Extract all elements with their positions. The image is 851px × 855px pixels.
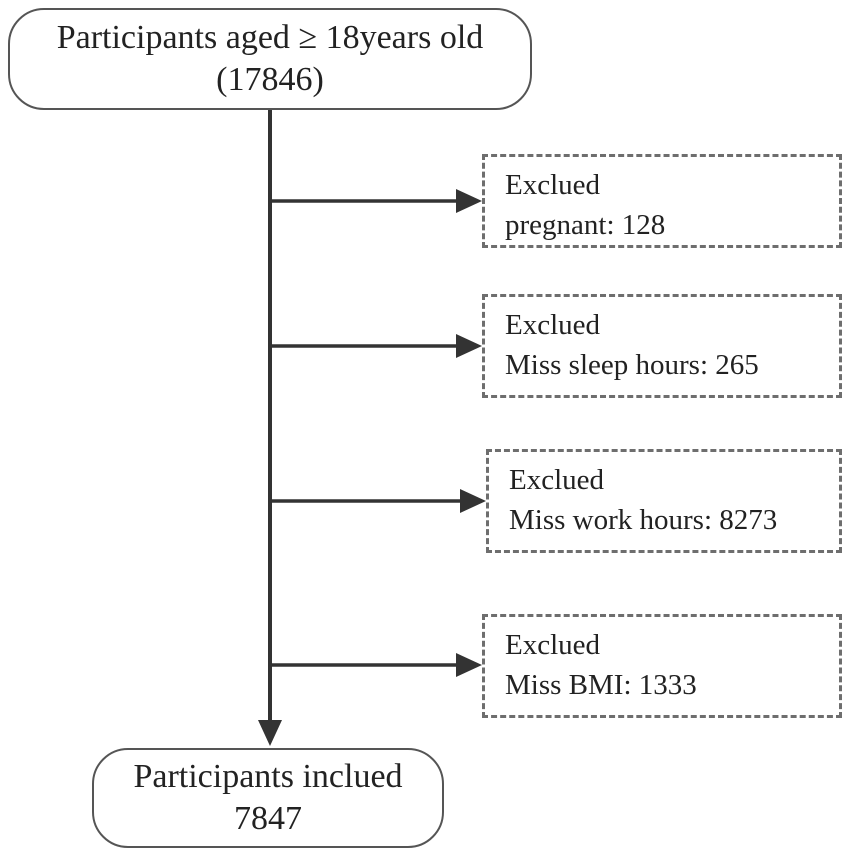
exclusion-detail: Miss BMI: 1333 — [505, 669, 697, 701]
exclusion-heading: Exclued — [505, 629, 601, 661]
start-node: Participants aged ≥ 18years old (17846) — [8, 8, 532, 110]
end-node: Participants inclued 7847 — [92, 748, 444, 848]
exclusion-detail: Miss work hours: 8273 — [509, 504, 778, 536]
main-vertical-arrow — [258, 110, 282, 746]
exclusion-detail: Miss sleep hours: 265 — [505, 349, 759, 381]
exclusion-box-bmi: Exclued Miss BMI: 1333 — [482, 614, 842, 718]
branch-arrow-2 — [270, 334, 482, 358]
exclusion-detail: pregnant: 128 — [505, 209, 666, 241]
start-node-title: Participants aged ≥ 18years old — [56, 19, 484, 56]
branch-arrow-3 — [270, 489, 486, 513]
end-node-title: Participants inclued — [133, 758, 403, 795]
exclusion-box-work-hours: Exclued Miss work hours: 8273 — [486, 449, 842, 553]
branch-arrow-4 — [270, 653, 482, 677]
branch-arrow-1 — [270, 189, 482, 213]
end-node-count: 7847 — [234, 800, 302, 837]
exclusion-heading: Exclued — [509, 464, 605, 496]
exclusion-heading: Exclued — [505, 309, 601, 341]
exclusion-heading: Exclued — [505, 169, 601, 201]
exclusion-box-sleep-hours: Exclued Miss sleep hours: 265 — [482, 294, 842, 398]
exclusion-box-pregnant: Exclued pregnant: 128 — [482, 154, 842, 248]
start-node-count: (17846) — [216, 61, 324, 98]
